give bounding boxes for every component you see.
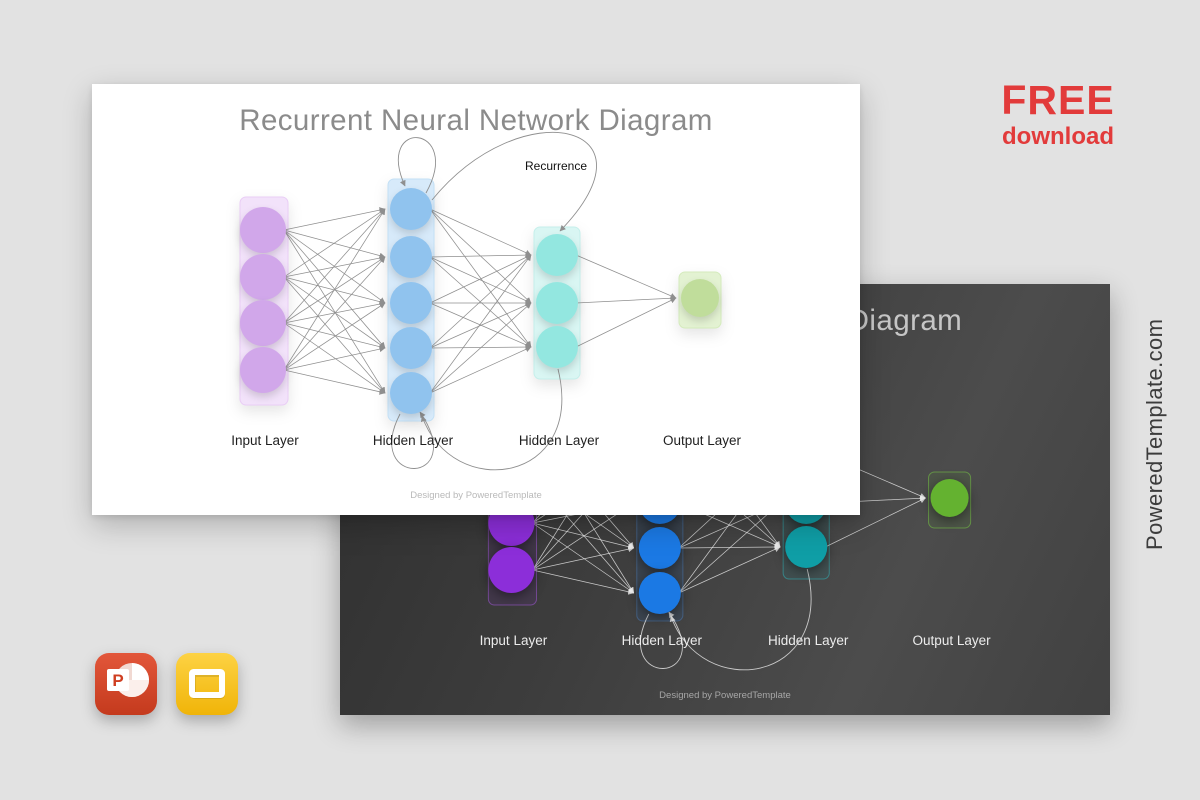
free-download-banner[interactable]: FREE download xyxy=(988,80,1128,150)
powerpoint-pie-slice xyxy=(132,663,149,680)
input-node xyxy=(240,347,286,393)
google-slides-frame xyxy=(189,669,225,698)
site-brand-vertical: PoweredTemplate.com xyxy=(1142,318,1167,550)
layer-label-output: Output Layer xyxy=(913,633,992,648)
hidden2-node xyxy=(536,282,578,324)
hidden2-node xyxy=(785,526,828,568)
layer-label-hidden2: Hidden Layer xyxy=(519,433,600,448)
download-label[interactable]: download xyxy=(1002,123,1114,150)
designed-by-credit: Designed by PoweredTemplate xyxy=(410,490,542,501)
hidden2-node xyxy=(536,234,578,276)
recurrence-arc xyxy=(669,568,812,671)
recurrence-label: Recurrence xyxy=(525,159,587,173)
hidden1-node xyxy=(390,372,432,414)
input-node xyxy=(240,254,286,300)
powerpoint-p-badge xyxy=(107,669,129,691)
google-slides-icon-tile xyxy=(176,653,238,715)
hidden1-node xyxy=(390,236,432,278)
layer-label-hidden1: Hidden Layer xyxy=(622,633,703,648)
output-node xyxy=(681,279,719,317)
hidden1-node xyxy=(390,327,432,369)
layer-label-hidden1: Hidden Layer xyxy=(373,433,454,448)
layer-label-input: Input Layer xyxy=(480,633,548,648)
hidden1-node xyxy=(390,188,432,230)
layer-label-output: Output Layer xyxy=(663,433,742,448)
google-slides-icon[interactable] xyxy=(175,651,239,717)
recurrence-arc xyxy=(420,368,563,471)
hidden1-node xyxy=(390,282,432,324)
rnn-diagram-light: Recurrent Neural Network DiagramRecurren… xyxy=(231,104,742,501)
free-label[interactable]: FREE xyxy=(1001,77,1115,123)
input-node xyxy=(488,547,535,593)
hidden1-node xyxy=(638,527,681,569)
output-node xyxy=(930,479,969,517)
edges xyxy=(283,207,677,395)
hidden1-node xyxy=(638,572,681,614)
designed-by-credit: Designed by PoweredTemplate xyxy=(659,690,791,701)
recurrence-arc xyxy=(431,131,597,232)
recurrence-arc xyxy=(398,137,436,194)
hidden2-node xyxy=(536,326,578,368)
layer-label-hidden2: Hidden Layer xyxy=(768,633,849,648)
powerpoint-icon[interactable]: P xyxy=(94,651,158,717)
input-node xyxy=(240,300,286,346)
input-node xyxy=(240,207,286,253)
layer-label-input: Input Layer xyxy=(231,433,299,448)
format-icons: P xyxy=(94,651,239,717)
powerpoint-p-letter: P xyxy=(112,671,123,690)
slide-title: Recurrent Neural Network Diagram xyxy=(239,104,712,137)
